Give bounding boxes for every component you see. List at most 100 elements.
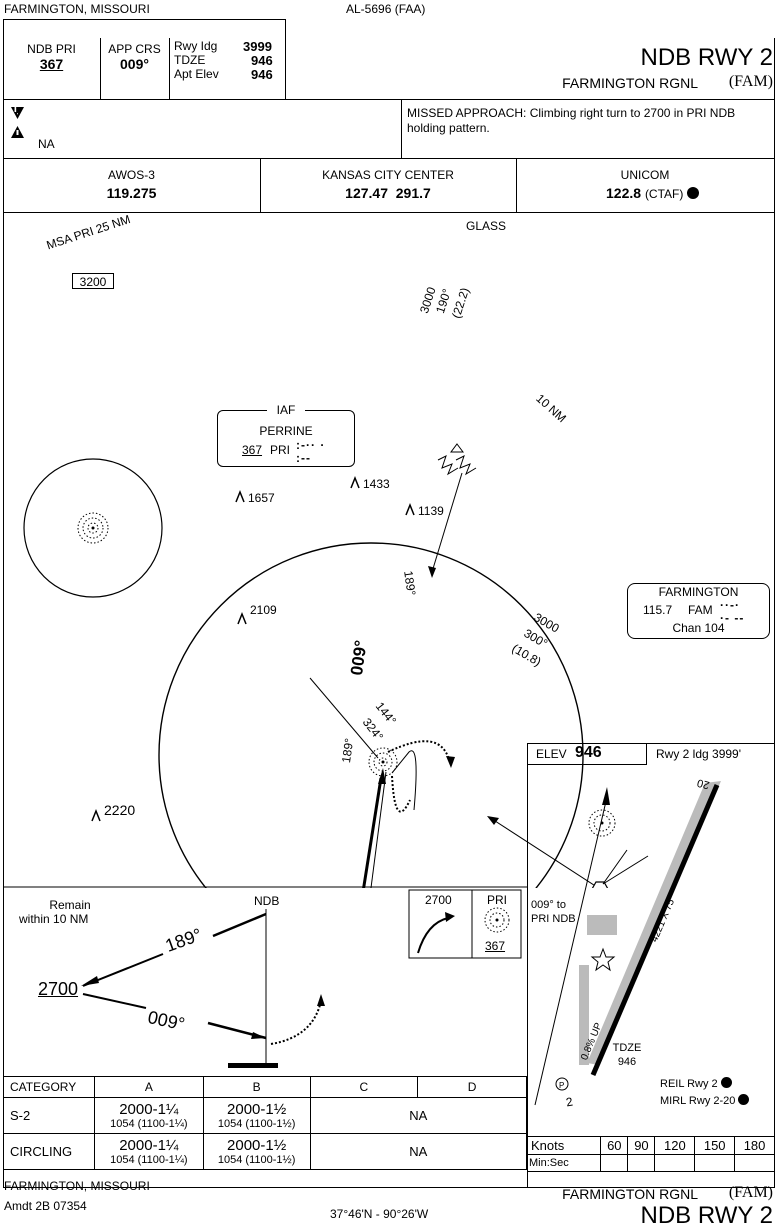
sketch-rwy-ldg: Rwy 2 ldg 3999' [656, 747, 742, 761]
missed-approach-text: MISSED APPROACH: Climbing right turn to … [407, 106, 736, 135]
mins-header-d: D [417, 1076, 527, 1098]
airport-name: FARMINGTON RGNL [562, 75, 698, 91]
mins-b-sub: 1054 (1100-1½) [217, 1154, 296, 1166]
mins-b: 2000-1½ [227, 1137, 287, 1154]
profile-remain: Remain [49, 898, 91, 912]
vor-name: FARMINGTON [658, 585, 739, 599]
sketch-tdze: 946 [617, 1056, 637, 1068]
mins-cd: NA [309, 1133, 528, 1170]
t-glyph: T [12, 103, 19, 115]
comm-awos-freq: 119.275 [106, 185, 157, 201]
sketch-elev-label: ELEV [536, 747, 567, 761]
hold-crs: 189° [401, 569, 419, 597]
mins-b-sub: 1054 (1100-1½) [217, 1118, 296, 1130]
knots-label: Knots [526, 1136, 602, 1155]
glass-fix: GLASS [466, 219, 507, 233]
mins-header-c: C [309, 1076, 419, 1098]
location-top: FARMINGTON, MISSOURI [4, 2, 150, 16]
chart-title: NDB RWY 2 [640, 44, 773, 71]
comm-unicom-ctaf: (CTAF) [644, 187, 684, 201]
profile-within: within 10 NM [19, 912, 89, 926]
reil-text: REIL Rwy 2 [660, 1078, 718, 1090]
mins-header-a: A [93, 1076, 204, 1098]
rwy-ldg: 3999 [243, 39, 272, 54]
iaf-box [217, 410, 355, 467]
ndb-label: NDB PRI [27, 42, 76, 56]
comm-awos-name: AWOS-3 [108, 168, 155, 182]
reil-lighting-icon [720, 1077, 732, 1088]
mins-cd: NA [309, 1097, 528, 1134]
profile-ndb: NDB [254, 894, 280, 908]
msa-circle [23, 458, 163, 598]
obstacle-2220: 2220 [104, 802, 136, 818]
footer-amdt: Amdt 2B 07354 [4, 1199, 87, 1213]
msa-alt: 3200 [72, 273, 114, 289]
time-90 [627, 1154, 656, 1172]
profile-view [3, 887, 527, 1068]
apt-elev-label: Apt Elev [174, 67, 219, 81]
profile-alt: 2700 [38, 979, 79, 999]
svg-text:P: P [559, 1081, 564, 1090]
ring-10nm [158, 542, 584, 888]
obstacle-1139: 1139 [418, 504, 444, 518]
elev-box [527, 743, 647, 765]
mins-a: 2000-1¼ [119, 1137, 179, 1154]
fam-morse-icon: ··-··- -- [720, 598, 745, 625]
speed-60: 60 [600, 1136, 629, 1155]
obstacle-1657: 1657 [248, 491, 275, 505]
procedure-id: AL-5696 (FAA) [346, 2, 426, 16]
sketch-pri-ndb: PRI NDB [531, 913, 576, 925]
alternate-mins: NA [38, 137, 55, 151]
time-180 [734, 1154, 775, 1172]
vor-box [627, 583, 770, 639]
app-crs-label: APP CRS [108, 42, 161, 56]
time-150 [694, 1154, 736, 1172]
sketch-crs: 009° to [531, 899, 566, 911]
sketch-reil: REIL Rwy 2 [660, 1077, 732, 1091]
mins-cat: CIRCLING [3, 1133, 95, 1170]
mins-a: 2000-1¼ [119, 1101, 179, 1118]
footer-title: NDB RWY 2 [640, 1202, 773, 1229]
mirl-lighting-icon [738, 1094, 750, 1105]
mirl-text: MIRL Rwy 2-20 [660, 1095, 736, 1107]
ndb-freq: 367 [39, 56, 64, 72]
minsec-label: Min:Sec [526, 1154, 602, 1172]
mins-header-b: B [202, 1076, 311, 1098]
vor-chan: Chan 104 [672, 621, 725, 635]
msa-ndb-symbol [77, 512, 109, 544]
airport-diagram: P [534, 781, 721, 1106]
footer-coords: 37°46'N - 90°26'W [330, 1207, 429, 1221]
airport-code: (FAM) [728, 73, 773, 90]
time-60 [600, 1154, 629, 1172]
mins-b: 2000-1½ [227, 1101, 287, 1118]
tdze-label: TDZE [174, 53, 206, 67]
pri-morse-icon: :-·· ·:-- [296, 438, 326, 465]
app-crs: 009° [120, 56, 149, 72]
speed-180: 180 [734, 1136, 775, 1155]
sketch-tdze-label: TDZE [612, 1042, 642, 1054]
vor-freq: 115.7 [643, 603, 673, 617]
comm-unicom-freq: 122.8 [606, 185, 642, 201]
vor-id: FAM [688, 603, 713, 617]
pilot-controlled-lighting-icon [687, 187, 700, 199]
obstacle-1433: 1433 [363, 477, 390, 491]
tdze-value: 946 [251, 53, 273, 68]
mins-a-sub: 1054 (1100-1¼) [110, 1118, 188, 1130]
time-120 [654, 1154, 696, 1172]
rwy-ldg-label: Rwy Idg [174, 39, 218, 53]
sketch-elev: 946 [575, 744, 602, 761]
iaf-id: PRI [270, 443, 291, 457]
iaf-name: PERRINE [259, 424, 313, 438]
speed-150: 150 [694, 1136, 736, 1155]
obstacle-2109: 2109 [250, 603, 277, 617]
timing-table: Knots 60 90 120 150 180 Min:Sec [526, 1136, 775, 1172]
comm-unicom-freq-line: 122.8 (CTAF) [606, 185, 700, 201]
footer-location: FARMINGTON, MISSOURI [4, 1179, 150, 1193]
